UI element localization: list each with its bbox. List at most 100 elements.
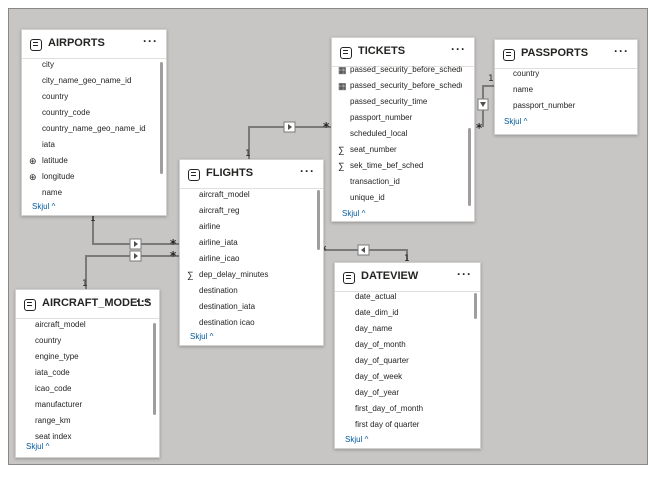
field-item[interactable]: day_of_week — [355, 372, 403, 381]
field-list: date_actual date_dim_id day_name day_of_… — [335, 289, 468, 433]
table-card-tickets[interactable]: TICKETS ··· ▦ passed_security_before_sch… — [331, 37, 475, 222]
field-item[interactable]: seat index — [35, 432, 72, 439]
table-header[interactable]: FLIGHTS ··· — [180, 160, 323, 188]
collapse-link[interactable]: Skjul ^ — [190, 332, 214, 341]
table-header[interactable]: AIRPORTS ··· — [22, 30, 166, 58]
scrollbar[interactable] — [468, 128, 471, 206]
field-item[interactable]: passport_number — [513, 101, 576, 110]
collapse-link[interactable]: Skjul ^ — [345, 435, 369, 444]
table-card-flights[interactable]: FLIGHTS ··· aircraft_model aircraft_reg … — [179, 159, 324, 346]
table-header[interactable]: DATEVIEW ··· — [335, 263, 480, 291]
chevron-up-icon: ^ — [361, 209, 366, 218]
calculated-column-icon: ▦ — [338, 81, 347, 91]
sigma-icon: ∑ — [338, 161, 345, 171]
field-item[interactable]: manufacturer — [35, 400, 83, 409]
field-item-latitude[interactable]: ⊕ latitude — [22, 153, 154, 169]
chevron-up-icon: ^ — [45, 442, 50, 451]
more-options-icon[interactable]: ··· — [143, 34, 158, 48]
field-item[interactable]: country — [35, 336, 62, 345]
field-item[interactable]: city_name_geo_name_id — [42, 76, 132, 85]
table-icon — [340, 47, 352, 59]
relationship-flights-tickets — [248, 126, 331, 159]
more-options-icon[interactable]: ··· — [457, 267, 472, 281]
scrollbar[interactable] — [474, 293, 477, 319]
field-item[interactable]: range_km — [35, 416, 71, 425]
field-item[interactable]: icao_code — [35, 384, 72, 393]
collapse-link[interactable]: Skjul ^ — [26, 442, 50, 451]
cardinality-one-dateview: 1 — [404, 254, 410, 264]
collapse-link[interactable]: Skjul ^ — [342, 209, 366, 218]
more-options-icon[interactable]: ··· — [136, 294, 151, 308]
collapse-link[interactable]: Skjul ^ — [32, 202, 56, 211]
table-card-airports[interactable]: AIRPORTS ··· city city_name_geo_name_id … — [21, 29, 167, 216]
field-item-calculated[interactable]: ▦ passed_security_before_schedule... — [332, 78, 462, 94]
table-title: AIRCRAFT_MODELS — [42, 297, 152, 309]
scrollbar[interactable] — [153, 323, 156, 415]
field-item[interactable]: airline_icao — [199, 254, 240, 263]
field-item[interactable]: airline_iata — [199, 238, 238, 247]
field-item[interactable]: name — [513, 85, 534, 94]
model-canvas[interactable]: 1 * 1 * 1 * * 1 * 1 AIRPORTS ··· city ci… — [8, 8, 648, 465]
chevron-up-icon: ^ — [51, 202, 56, 211]
cardinality-one-airports: 1 — [90, 214, 96, 224]
table-icon — [30, 39, 42, 51]
table-title: DATEVIEW — [361, 270, 419, 282]
field-item[interactable]: date_actual — [355, 292, 397, 301]
field-item[interactable]: iata_code — [35, 368, 70, 377]
table-card-aircraft-models[interactable]: AIRCRAFT_MODELS ··· aircraft_model count… — [15, 289, 160, 458]
field-item[interactable]: destination icao — [199, 318, 255, 327]
field-item[interactable]: country_name_geo_name_id — [42, 124, 146, 133]
field-item[interactable]: name — [42, 188, 63, 197]
chevron-up-icon: ^ — [364, 435, 369, 444]
field-item[interactable]: first day of quarter — [355, 420, 420, 429]
field-item-measure[interactable]: ∑ dep_delay_minutes — [180, 267, 311, 283]
field-item[interactable]: country — [42, 92, 69, 101]
table-card-passports[interactable]: PASSPORTS ··· country name passport_numb… — [494, 39, 638, 135]
field-item-measure[interactable]: ∑ sek_time_bef_sched — [332, 158, 462, 174]
field-item[interactable]: first_day_of_month — [355, 404, 424, 413]
table-icon — [343, 272, 355, 284]
cardinality-one-flights-tickets: 1 — [245, 149, 251, 159]
cardinality-many-flights-aircraft: * — [170, 249, 177, 263]
relationship-aircraft-flights — [85, 255, 179, 289]
scrollbar[interactable] — [160, 62, 163, 174]
field-item[interactable]: aircraft_reg — [199, 206, 240, 215]
chevron-up-icon: ^ — [209, 332, 214, 341]
more-options-icon[interactable]: ··· — [300, 164, 315, 178]
field-item[interactable]: iata — [42, 140, 55, 149]
field-item[interactable]: passport_number — [350, 113, 413, 122]
field-item-longitude[interactable]: ⊕ longitude — [22, 169, 154, 185]
cardinality-many-tickets: * — [323, 120, 330, 134]
scrollbar[interactable] — [317, 190, 320, 250]
field-item-calculated[interactable]: ▦ passed_security_before_schedule... — [332, 62, 462, 78]
field-item[interactable]: transaction_id — [350, 177, 400, 186]
field-item[interactable]: day_name — [355, 324, 393, 333]
cardinality-one-aircraft-models: 1 — [82, 279, 88, 289]
table-header[interactable]: TICKETS ··· — [332, 38, 474, 66]
field-item[interactable]: country_code — [42, 108, 91, 117]
field-item[interactable]: destination — [199, 286, 238, 295]
cardinality-one-passports: 1 — [488, 74, 494, 84]
field-item[interactable]: destination_iata — [199, 302, 256, 311]
field-item[interactable]: date_dim_id — [355, 308, 399, 317]
field-item[interactable]: country — [513, 69, 540, 78]
field-item[interactable]: day_of_year — [355, 388, 400, 397]
table-title: PASSPORTS — [521, 47, 589, 59]
table-header[interactable]: PASSPORTS ··· — [495, 40, 637, 68]
collapse-link[interactable]: Skjul ^ — [504, 117, 528, 126]
field-item[interactable]: unique_id — [350, 193, 385, 202]
field-item[interactable]: engine_type — [35, 352, 79, 361]
field-item[interactable]: airline — [199, 222, 221, 231]
more-options-icon[interactable]: ··· — [614, 44, 629, 58]
field-item-measure[interactable]: ∑ seat_number — [332, 142, 462, 158]
more-options-icon[interactable]: ··· — [451, 42, 466, 56]
field-item[interactable]: passed_security_time — [350, 97, 428, 106]
table-card-dateview[interactable]: DATEVIEW ··· date_actual date_dim_id day… — [334, 262, 481, 449]
field-item[interactable]: day_of_month — [355, 340, 406, 349]
field-item[interactable]: day_of_quarter — [355, 356, 409, 365]
field-item[interactable]: city — [42, 60, 54, 69]
field-item[interactable]: scheduled_local — [350, 129, 408, 138]
field-item[interactable]: aircraft_model — [35, 320, 86, 329]
field-item[interactable]: aircraft_model — [199, 190, 250, 199]
table-header[interactable]: AIRCRAFT_MODELS ··· — [16, 290, 159, 318]
